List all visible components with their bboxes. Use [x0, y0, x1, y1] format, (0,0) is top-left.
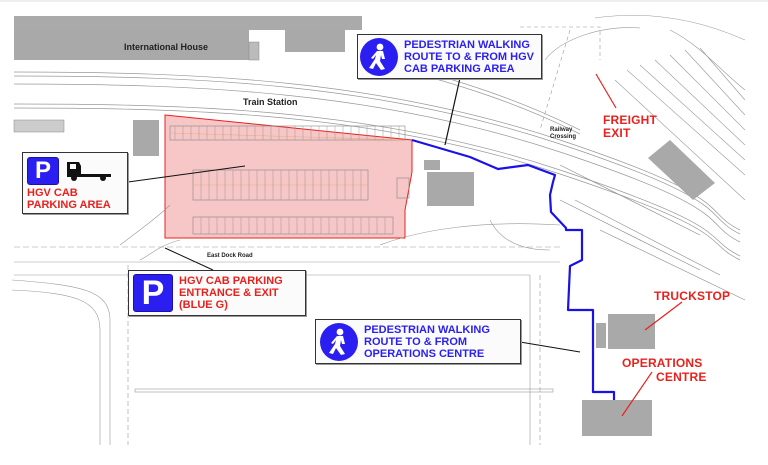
callout-line: ROUTE TO & FROM HGV — [404, 50, 534, 63]
pedestrian-ops-leader — [519, 341, 581, 353]
callout-line: HGV CAB PARKING — [179, 275, 283, 287]
parking-bays — [169, 125, 410, 235]
parking-icon: P — [27, 157, 59, 185]
freight-building — [648, 140, 715, 200]
pedestrian-icon — [360, 37, 398, 76]
parking-stall-lines — [174, 126, 400, 234]
callout-hgv-parking-entrance-exit: P HGV CAB PARKING ENTRANCE & EXIT (BLUE … — [128, 270, 306, 316]
label-operations-centre-1: OPERATIONS — [622, 356, 703, 370]
label-international-house: International House — [124, 42, 209, 52]
callout-hgv-cab-parking-area: P HGV CAB PARKING AREA — [22, 152, 128, 214]
truckstop-pointer — [644, 301, 683, 331]
freight-exit-pointer — [595, 73, 617, 109]
freight-yard — [520, 14, 746, 201]
callout-line: ENTRANCE & EXIT — [179, 287, 279, 299]
pedestrian-walking-route — [411, 138, 616, 400]
callout-line: HGV CAB — [27, 187, 78, 199]
truck-cab-icon — [67, 162, 111, 181]
station-buildings — [13, 119, 159, 156]
callout-line: CAB PARKING AREA — [404, 62, 515, 75]
label-east-dock-road: East Dock Road — [207, 253, 253, 259]
long-boundary-strip — [134, 388, 554, 393]
callout-line: PEDESTRIAN WALKING — [364, 323, 490, 336]
pedestrian-hgv-leader — [444, 77, 461, 146]
callout-pedestrian-hgv-route: PEDESTRIAN WALKING ROUTE TO & FROM HGV C… — [357, 34, 542, 79]
parking-icon: P — [133, 274, 173, 312]
pedestrian-icon — [320, 322, 358, 361]
operations-centre-pointer — [621, 371, 653, 417]
label-railway-crossing-2: Crossing — [550, 134, 577, 140]
callout-line: OPERATIONS CENTRE — [364, 347, 485, 360]
label-truckstop: TRUCKSTOP — [654, 289, 731, 303]
parking-area-leader — [127, 165, 246, 183]
operations-centre-building — [582, 400, 652, 436]
truckstop-annex — [596, 323, 606, 348]
truckstop-building — [608, 314, 655, 349]
callout-line: (BLUE G) — [179, 299, 228, 311]
callout-line: PARKING AREA — [27, 199, 111, 211]
international-house-building — [14, 16, 362, 61]
label-freight-exit-2: EXIT — [603, 126, 631, 140]
label-railway-crossing-1: Railway — [550, 127, 573, 133]
callout-line: PEDESTRIAN WALKING — [404, 38, 530, 51]
building — [424, 160, 440, 170]
label-operations-centre-2: CENTRE — [656, 370, 707, 384]
truck-bays — [559, 164, 746, 301]
callout-pedestrian-operations-route: PEDESTRIAN WALKING ROUTE TO & FROM OPERA… — [315, 319, 521, 364]
railway-tracks — [13, 59, 741, 261]
label-train-station: Train Station — [243, 97, 298, 107]
callout-line: ROUTE TO & FROM — [364, 335, 468, 348]
entrance-leader — [164, 247, 214, 271]
building — [427, 172, 474, 206]
label-freight-exit-1: FREIGHT — [603, 113, 658, 127]
